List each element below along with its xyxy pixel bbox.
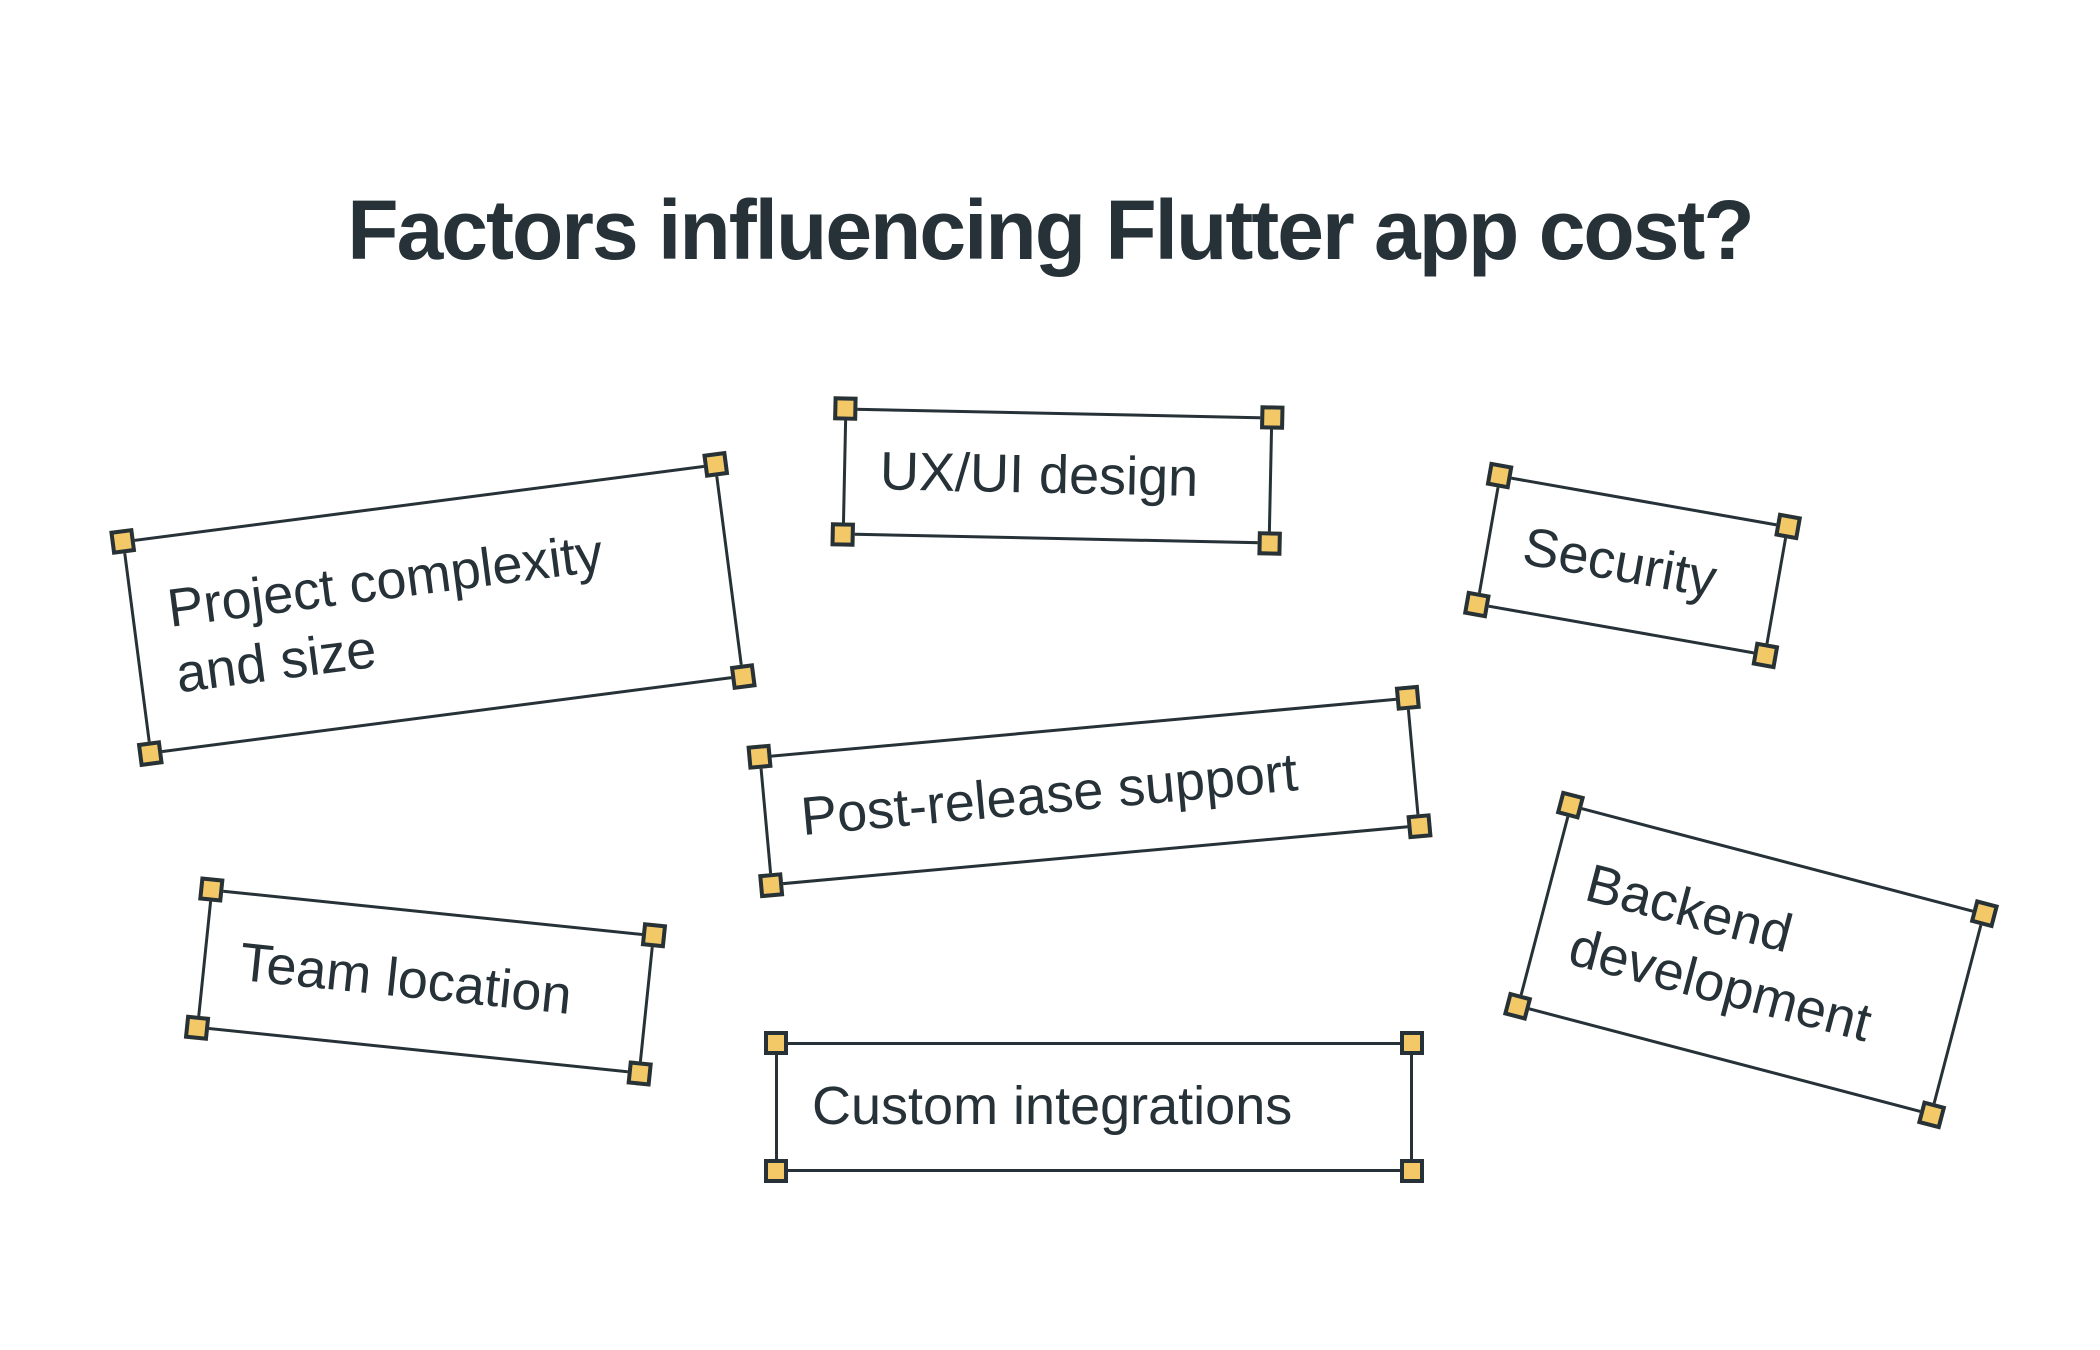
factor-label: Custom integrations	[812, 1076, 1293, 1137]
resize-handle-bottom-left-icon[interactable]	[830, 522, 855, 547]
resize-handle-top-left-icon[interactable]	[764, 1031, 788, 1055]
factor-box-project-complexity-and-size[interactable]: Project complexity and size	[109, 450, 757, 768]
page-title: Factors influencing Flutter app cost?	[347, 183, 1754, 277]
resize-handle-bottom-right-icon[interactable]	[729, 663, 757, 691]
factor-box-backend-development[interactable]: Backend development	[1502, 790, 2000, 1130]
resize-handle-top-right-icon[interactable]	[1969, 899, 2000, 929]
resize-handle-bottom-left-icon[interactable]	[183, 1014, 211, 1041]
factor-label: Project complexity and size	[163, 523, 607, 705]
factor-label: Post-release support	[798, 741, 1301, 847]
factor-label: UX/UI design	[879, 441, 1199, 509]
factor-label: Security	[1518, 515, 1722, 609]
resize-handle-bottom-right-icon[interactable]	[1406, 813, 1433, 840]
resize-handle-bottom-right-icon[interactable]	[1257, 531, 1282, 556]
factor-label: Backend development	[1563, 853, 1878, 1054]
resize-handle-bottom-left-icon[interactable]	[1502, 991, 1533, 1021]
factor-box-post-release-support[interactable]: Post-release support	[746, 684, 1433, 899]
resize-handle-bottom-left-icon[interactable]	[764, 1159, 788, 1183]
resize-handle-top-right-icon[interactable]	[702, 450, 730, 478]
resize-handle-bottom-left-icon[interactable]	[136, 740, 164, 768]
resize-handle-top-right-icon[interactable]	[1260, 405, 1285, 430]
resize-handle-bottom-left-icon[interactable]	[758, 872, 785, 899]
resize-handle-bottom-right-icon[interactable]	[1400, 1159, 1424, 1183]
resize-handle-top-left-icon[interactable]	[833, 396, 858, 421]
factor-box-ux-ui-design[interactable]: UX/UI design	[830, 396, 1285, 556]
resize-handle-top-left-icon[interactable]	[1485, 461, 1514, 490]
resize-handle-top-left-icon[interactable]	[746, 743, 773, 770]
resize-handle-top-left-icon[interactable]	[1555, 790, 1586, 820]
resize-handle-top-left-icon[interactable]	[198, 876, 225, 903]
resize-handle-top-right-icon[interactable]	[1774, 512, 1803, 541]
factor-box-security[interactable]: Security	[1462, 461, 1803, 670]
resize-handle-bottom-right-icon[interactable]	[626, 1060, 653, 1087]
resize-handle-top-right-icon[interactable]	[640, 922, 668, 949]
resize-handle-bottom-right-icon[interactable]	[1751, 641, 1780, 670]
resize-handle-bottom-right-icon[interactable]	[1916, 1100, 1947, 1130]
resize-handle-top-right-icon[interactable]	[1400, 1031, 1424, 1055]
resize-handle-top-left-icon[interactable]	[109, 527, 137, 555]
resize-handle-bottom-left-icon[interactable]	[1462, 590, 1491, 619]
factor-box-custom-integrations[interactable]: Custom integrations	[764, 1031, 1424, 1183]
factor-box-team-location[interactable]: Team location	[183, 876, 668, 1087]
factor-label: Team location	[237, 931, 575, 1026]
resize-handle-top-right-icon[interactable]	[1394, 684, 1421, 711]
